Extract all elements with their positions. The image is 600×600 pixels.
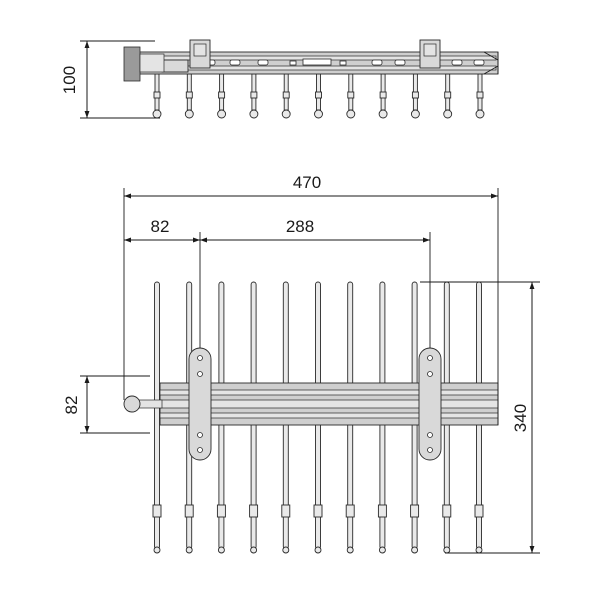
side-hook (410, 73, 420, 119)
side-hook (443, 73, 453, 119)
dim-label-overall-width: 470 (293, 173, 321, 192)
side-hook (217, 73, 227, 119)
top-handle (123, 395, 163, 413)
dim-rail-width: 82 (62, 375, 150, 434)
top-rail (159, 382, 499, 426)
side-bracket-right (419, 39, 441, 69)
dim-overall-width: 470 (123, 173, 499, 400)
dim-depth: 340 (420, 281, 540, 554)
side-hook (475, 73, 485, 119)
dim-label-rail-width: 82 (62, 396, 81, 415)
side-bracket-left (161, 39, 211, 73)
side-end-cap (123, 46, 165, 82)
side-hooks (152, 73, 485, 119)
side-hook (249, 73, 259, 119)
dim-label-bracket-spacing: 288 (286, 217, 314, 236)
side-hook (346, 73, 356, 119)
dim-offset-left: 82 (124, 217, 201, 348)
dim-label-height: 100 (60, 66, 79, 94)
dim-label-depth: 340 (511, 404, 530, 432)
top-bracket-left (188, 347, 212, 461)
side-view: 100 (60, 39, 499, 119)
side-hook (314, 73, 323, 119)
side-hook (184, 73, 194, 119)
top-bracket-right (418, 347, 442, 461)
side-hook (152, 73, 162, 119)
top-rod (152, 281, 162, 554)
top-view: 470 82 288 82 (62, 173, 540, 554)
side-hook (281, 73, 291, 119)
dim-bracket-spacing: 288 (200, 217, 431, 348)
side-hook (378, 73, 388, 119)
dim-side-height: 100 (60, 40, 160, 119)
dim-label-offset-left: 82 (151, 217, 170, 236)
